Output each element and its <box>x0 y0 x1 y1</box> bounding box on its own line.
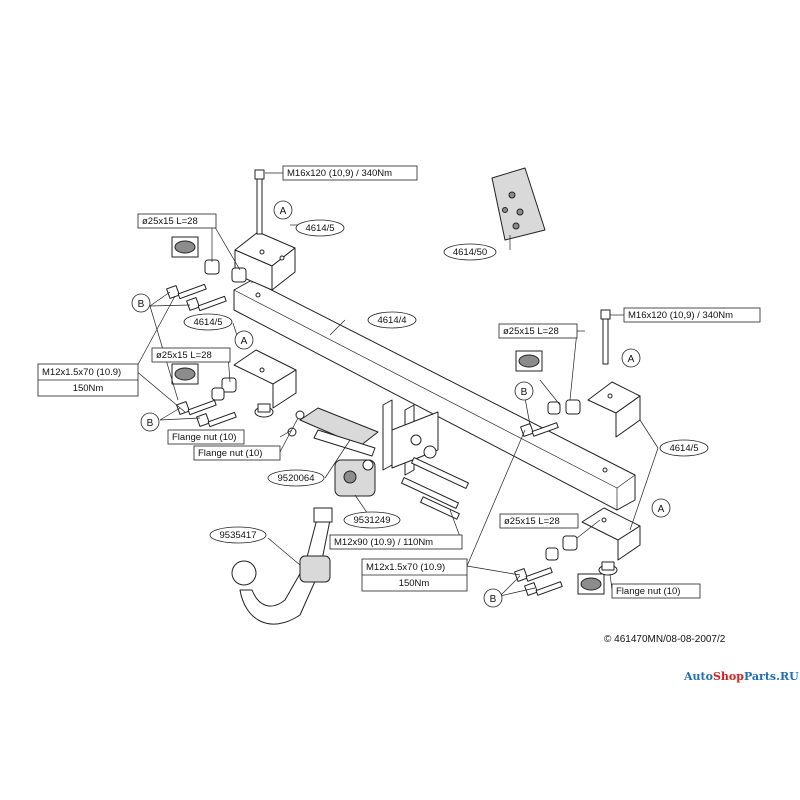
svg-text:A: A <box>241 336 248 347</box>
svg-text:Flange nut (10): Flange nut (10) <box>616 586 680 597</box>
svg-text:B: B <box>138 299 145 310</box>
label-bracket-top-left: 4614/5 <box>295 219 345 237</box>
spacers-top-right <box>547 399 581 415</box>
svg-text:A: A <box>628 354 635 365</box>
bracket-mid-left <box>233 349 297 409</box>
svg-text:AutoShopParts.RU: AutoShopParts.RU <box>683 670 799 683</box>
label-flange-nut-left-a: Flange nut (10) <box>167 429 245 445</box>
bolts-m12x90 <box>401 457 469 520</box>
svg-text:4614/5: 4614/5 <box>669 443 698 454</box>
lock-washer-mid-left <box>171 363 199 385</box>
svg-text:9531249: 9531249 <box>354 515 391 526</box>
svg-text:M16x120 (10,9) / 340Nm: M16x120 (10,9) / 340Nm <box>287 168 392 179</box>
svg-text:M16x120 (10,9) / 340Nm: M16x120 (10,9) / 340Nm <box>628 310 733 321</box>
label-plate-detail: 4614/50 <box>443 243 497 261</box>
callout-b-left-top: B <box>131 293 151 313</box>
svg-text:ø25x15 L=28: ø25x15 L=28 <box>156 350 212 361</box>
callout-b-right-top: B <box>514 381 534 401</box>
center-mount-plates <box>382 399 439 476</box>
svg-text:M12x90 (10.9) / 110Nm: M12x90 (10.9) / 110Nm <box>334 537 433 548</box>
label-flange-nut-right: Flange nut (10) <box>611 583 701 599</box>
bracket-9520064 <box>299 407 379 457</box>
label-bolt-m12-left: M12x1.5x70 (10.9) 150Nm <box>37 363 139 397</box>
lock-washer-top-left <box>171 236 199 258</box>
label-bracket-mid-left: 4614/5 <box>183 313 233 331</box>
spacers-bottom-right <box>545 535 578 561</box>
svg-text:150Nm: 150Nm <box>73 383 104 394</box>
svg-text:B: B <box>147 418 154 429</box>
svg-text:150Nm: 150Nm <box>399 578 430 589</box>
socket-9531249 <box>334 459 376 497</box>
watermark-logo: AutoShopParts.RU <box>683 670 799 683</box>
bolt-m16-right <box>600 309 611 365</box>
svg-text:9520064: 9520064 <box>278 473 315 484</box>
svg-text:Flange nut (10): Flange nut (10) <box>172 432 236 443</box>
label-part-9520064: 9520064 <box>267 469 325 487</box>
svg-text:9535417: 9535417 <box>220 530 257 541</box>
label-bolt-m16-right: M16x120 (10,9) / 340Nm <box>623 307 761 323</box>
svg-text:M12x1.5x70 (10.9): M12x1.5x70 (10.9) <box>42 367 121 378</box>
svg-text:4614/50: 4614/50 <box>453 247 487 258</box>
callout-b-left-bottom: B <box>140 412 160 432</box>
svg-text:M12x1.5x70 (10.9): M12x1.5x70 (10.9) <box>366 562 445 573</box>
copyright-text: © 461470MN/08-08-2007/2 <box>604 634 726 645</box>
bracket-right-top <box>587 381 641 438</box>
callout-a-mid-left: A <box>234 330 254 350</box>
svg-text:B: B <box>490 594 497 605</box>
label-bolt-m12x90: M12x90 (10.9) / 110Nm <box>329 534 463 550</box>
label-part-9535417: 9535417 <box>209 526 267 544</box>
label-crossbar: 4614/4 <box>367 311 417 329</box>
flange-nut-right <box>598 561 618 576</box>
callout-a-top-left: A <box>273 200 293 220</box>
label-spacer-top-left: ø25x15 L=28 <box>137 213 217 229</box>
svg-text:A: A <box>658 504 665 515</box>
bolts-m12-left <box>166 283 237 428</box>
tow-ball-9535417 <box>231 507 333 625</box>
bracket-top-left <box>234 231 296 291</box>
spacers-mid-left <box>211 377 237 401</box>
bolt-m16-top-left <box>254 169 265 235</box>
lock-washer-bottom-right <box>577 573 605 595</box>
svg-text:4614/4: 4614/4 <box>377 315 406 326</box>
bracket-right-bottom <box>581 507 641 561</box>
label-bolt-m16-top: M16x120 (10,9) / 340Nm <box>282 165 418 181</box>
callout-a-right-bottom: A <box>651 498 671 518</box>
plate-detail-4614-50 <box>491 167 546 241</box>
svg-text:ø25x15 L=28: ø25x15 L=28 <box>142 216 198 227</box>
svg-text:4614/5: 4614/5 <box>305 223 334 234</box>
flange-nut-left <box>254 403 274 418</box>
lock-washer-top-right <box>515 350 543 372</box>
label-spacer-bottom-right: ø25x15 L=28 <box>499 513 579 529</box>
svg-text:B: B <box>521 387 528 398</box>
svg-text:Flange nut (10): Flange nut (10) <box>198 448 262 459</box>
svg-text:ø25x15 L=28: ø25x15 L=28 <box>504 516 560 527</box>
svg-text:4614/5: 4614/5 <box>193 317 222 328</box>
label-bracket-right: 4614/5 <box>659 439 709 457</box>
svg-text:ø25x15 L=28: ø25x15 L=28 <box>503 326 559 337</box>
label-flange-nut-left-b: Flange nut (10) <box>193 445 281 461</box>
label-spacer-mid-left: ø25x15 L=28 <box>151 347 231 363</box>
label-bolt-m12-right: M12x1.5x70 (10.9) 150Nm <box>361 558 468 592</box>
callout-b-right-bottom: B <box>483 588 503 608</box>
svg-text:A: A <box>280 206 287 217</box>
label-part-9531249: 9531249 <box>343 511 401 529</box>
label-spacer-top-right: ø25x15 L=28 <box>498 323 578 339</box>
callout-a-right-top: A <box>621 348 641 368</box>
